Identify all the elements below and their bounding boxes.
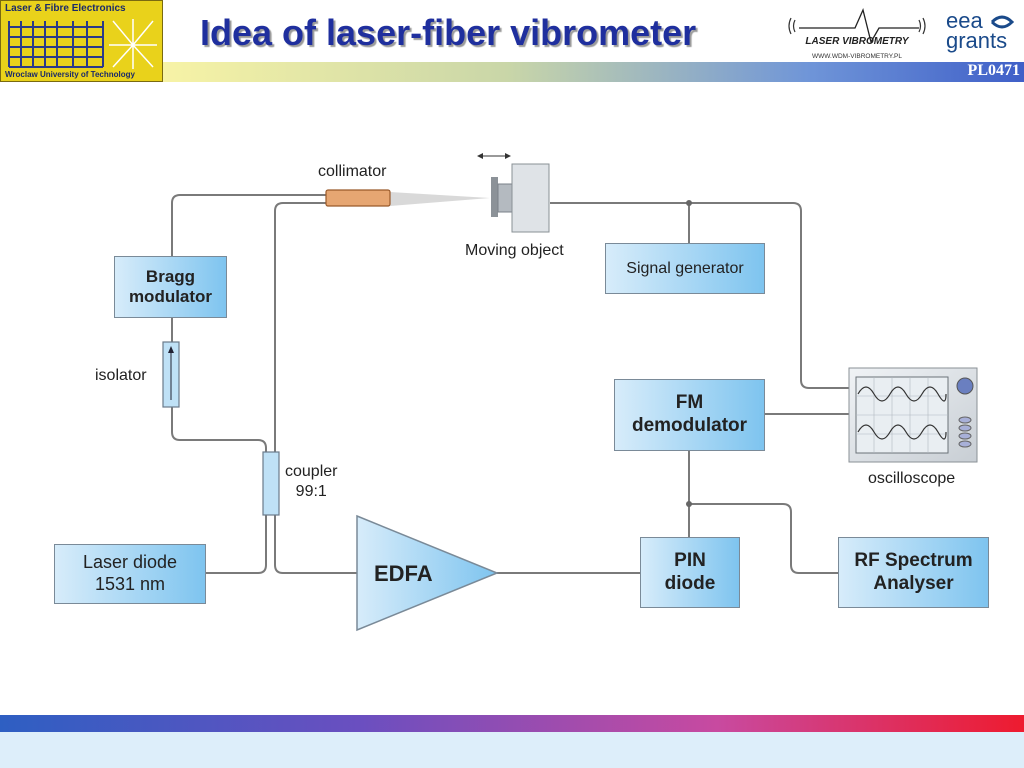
fm-demodulator-box: FM demodulator [614,379,765,451]
signal-generator-label: Signal generator [626,259,744,277]
oscilloscope-label: oscilloscope [868,470,956,487]
logo-left-bottom-text: Wroclaw University of Technology [5,70,135,79]
title-gradient-bar [163,62,1024,82]
signal-generator-box: Signal generator [605,243,765,294]
rf-spectrum-analyser-label: RF Spectrum Analyser [854,549,973,594]
moving-object-label: Moving object [465,242,564,259]
pin-diode-label: PIN diode [664,549,716,594]
laser-diode-label: Laser diode 1531 nm [82,552,178,594]
laser-vibrometry-logo: LASER VIBROMETRY WWW.WDM-VIBROMETRY.PL [788,8,926,60]
fiber-collimator-to-coupler [274,202,326,452]
isolator-label: isolator [95,367,147,384]
pin-diode-box: PIN diode [640,537,740,608]
eea-line2: grants [946,28,1008,53]
wire-object-to-oscilloscope [550,202,849,389]
logo-right-url: WWW.WDM-VIBROMETRY.PL [812,53,902,60]
bragg-modulator-label: Bragg modulator [128,266,213,306]
rf-spectrum-analyser-box: RF Spectrum Analyser [838,537,989,608]
moving-object-icon [477,153,550,233]
laser-beam [390,192,490,206]
page-title: Idea of laser-fiber vibrometer [200,12,697,53]
collimator-icon [325,189,391,207]
bragg-modulator-box: Bragg modulator [114,256,227,318]
junction-dot [686,501,692,507]
coupler-icon [262,451,280,516]
coupler-label: coupler 99:1 [285,463,338,500]
bottom-band [0,732,1024,768]
wire-to-rf-spectrum [689,503,838,574]
fiber-coupler-to-laser [206,515,267,574]
collimator-label: collimator [318,163,387,180]
logo-grid-icon [8,19,157,69]
eea-swirl-icon [990,15,1015,29]
logo-left-top-text: Laser & Fibre Electronics [5,3,126,14]
oscilloscope-icon [848,367,978,463]
eea-grants-logo: eea grants [944,6,1020,62]
laser-diode-box: Laser diode 1531 nm [54,544,206,604]
fiber-collimator-to-bragg [171,194,326,256]
fiber-coupler-to-edfa [274,515,357,574]
junction-dot [686,200,692,206]
bottom-gradient-bar [0,715,1024,732]
eea-line1: eea [946,8,983,33]
project-code: PL0471 [967,62,1020,79]
logo-right-text: LASER VIBROMETRY [805,36,909,47]
edfa-shape [356,514,499,632]
fiber-isolator-to-coupler [171,407,267,452]
edfa-label: EDFA [374,561,433,586]
isolator-icon [162,341,180,408]
fm-demodulator-label: FM demodulator [631,392,748,436]
fiber-connections [171,194,849,574]
laser-fibre-electronics-logo: Laser & Fibre Electronics Wroclaw Univer… [0,0,163,82]
